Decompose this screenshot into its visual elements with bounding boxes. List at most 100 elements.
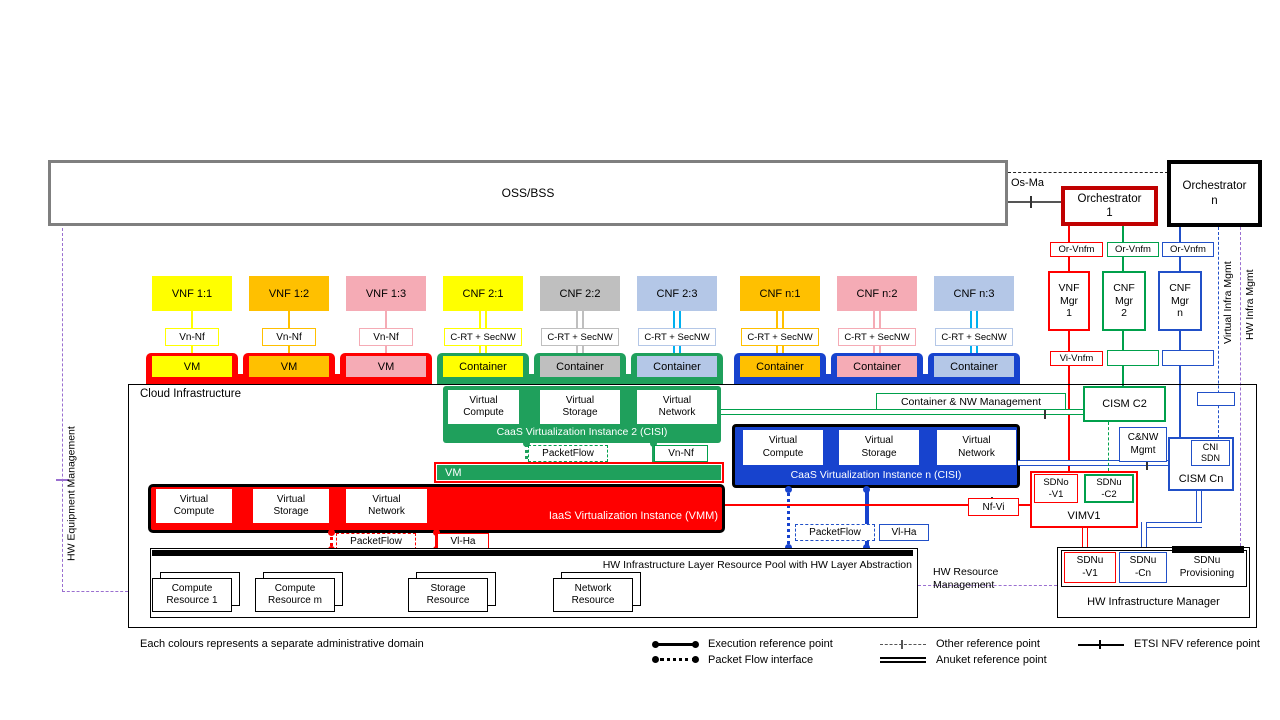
vnf-box: VNF 1:2 bbox=[249, 276, 329, 311]
cnf-box: CNF n:1 bbox=[740, 276, 820, 311]
hw-layer-abstraction-bar bbox=[152, 550, 913, 556]
cisi2-packetflow-line bbox=[525, 443, 528, 479]
cnf-box: CNF n:3 bbox=[934, 276, 1014, 311]
oss-bss-box: OSS/BSS bbox=[48, 160, 1008, 226]
container-box: Container bbox=[443, 356, 523, 377]
vm-bar: VM bbox=[437, 465, 721, 480]
network-resource: Network Resource bbox=[553, 578, 633, 612]
cisi2-virtual-network: Virtual Network bbox=[637, 390, 717, 424]
c-rt-secnw-label: C-RT + SecNW bbox=[541, 328, 619, 346]
os-ma-label: Os-Ma bbox=[1011, 177, 1044, 189]
iaas-instance-title: IaaS Virtualization Instance (VMM) bbox=[548, 510, 718, 522]
admin-domain-note: Each colours represents a separate admin… bbox=[140, 638, 424, 650]
hw-resource-mgmt-dashed-line bbox=[918, 585, 1057, 586]
legend-other-label: Other reference point bbox=[936, 638, 1040, 650]
packetflow-dot bbox=[785, 544, 792, 551]
nf-vi-line bbox=[725, 504, 1030, 506]
other-reference-symbol-tick bbox=[901, 640, 903, 649]
vnf-mgr-1-box: VNF Mgr 1 bbox=[1048, 271, 1090, 331]
vn-nf-ref-label: Vn-Nf bbox=[262, 328, 316, 346]
cisi2-virtual-compute: Virtual Compute bbox=[448, 390, 519, 424]
execution-dot bbox=[863, 486, 870, 493]
iaas-virtual-compute: Virtual Compute bbox=[156, 489, 232, 523]
cnf-box: CNF 2:2 bbox=[540, 276, 620, 311]
cisin-vlha-label: Vl-Ha bbox=[879, 524, 929, 541]
cisin-virtual-network: Virtual Network bbox=[937, 430, 1016, 465]
execution-symbol-dot bbox=[692, 641, 699, 648]
os-ma-line bbox=[1008, 201, 1062, 203]
cismcn-sdnu-blue-line-v1 bbox=[1196, 491, 1202, 528]
execution-symbol-dot bbox=[652, 641, 659, 648]
vn-nf-ref-label: Vn-Nf bbox=[165, 328, 219, 346]
container-box: Container bbox=[740, 356, 820, 377]
container-box: Container bbox=[934, 356, 1014, 377]
or-vnfm-label-green: Or-Vnfm bbox=[1107, 242, 1159, 257]
iaas-packetflow-line bbox=[330, 532, 333, 551]
orchestrator-n-box: Orchestrator n bbox=[1167, 160, 1262, 227]
cism-c2-box: CISM C2 bbox=[1083, 386, 1166, 422]
c-rt-secnw-label: C-RT + SecNW bbox=[741, 328, 819, 346]
caas-instance-n-title: CaaS Virtualization Instance n (CISI) bbox=[790, 469, 962, 481]
orchestrator-1-box: Orchestrator 1 bbox=[1061, 186, 1158, 226]
etsi-reference-symbol bbox=[1078, 644, 1124, 646]
cnf-mgr-2-box: CNF Mgr 2 bbox=[1102, 271, 1146, 331]
other-reference-symbol bbox=[880, 644, 926, 645]
cnf-box: CNF n:2 bbox=[837, 276, 917, 311]
hw-resource-pool-title: HW Infrastructure Layer Resource Pool wi… bbox=[602, 559, 912, 571]
packetflow-dot bbox=[328, 529, 335, 536]
vnf-box: VNF 1:3 bbox=[346, 276, 426, 311]
execution-dot bbox=[650, 440, 657, 447]
legend-packet-flow-label: Packet Flow interface bbox=[708, 654, 814, 666]
cnf-box: CNF 2:3 bbox=[637, 276, 717, 311]
packet-flow-symbol-dot bbox=[692, 656, 699, 663]
cismcn-sdnu-blue-line-v2 bbox=[1141, 522, 1147, 551]
storage-resource: Storage Resource bbox=[408, 578, 488, 612]
empty-blue-ref-box-small bbox=[1197, 392, 1235, 406]
c-rt-secnw-label: C-RT + SecNW bbox=[638, 328, 716, 346]
empty-green-ref-box bbox=[1107, 350, 1159, 366]
vm-box: VM bbox=[249, 356, 329, 377]
sdnu-group-box bbox=[1061, 550, 1247, 587]
container-box: Container bbox=[637, 356, 717, 377]
cisi2-virtual-storage: Virtual Storage bbox=[540, 390, 620, 424]
or-vnfm-label-red: Or-Vnfm bbox=[1050, 242, 1103, 257]
vm-box: VM bbox=[346, 356, 426, 377]
cnf-box: CNF 2:1 bbox=[443, 276, 523, 311]
hw-equipment-mgmt-dashed-line-h bbox=[62, 591, 128, 592]
cisi2-packetflow-label: PacketFlow bbox=[528, 445, 608, 462]
execution-dot bbox=[863, 544, 870, 551]
hw-infra-mgmt-dashed-line bbox=[1240, 227, 1241, 546]
cism-c2-sdnu-dashed-line bbox=[1108, 422, 1109, 471]
vm-box: VM bbox=[152, 356, 232, 377]
c-rt-secnw-label: C-RT + SecNW bbox=[444, 328, 522, 346]
iaas-vlha-line bbox=[435, 532, 438, 551]
c-rt-secnw-label: C-RT + SecNW bbox=[935, 328, 1013, 346]
empty-blue-ref-box bbox=[1162, 350, 1214, 366]
ossbss-orchestrator-n-dashed-line bbox=[1008, 172, 1168, 173]
virtual-infra-mgmt-label: Virtual Infra Mgmt bbox=[1222, 261, 1234, 345]
virtual-infra-mgmt-dashed-line bbox=[1218, 227, 1219, 438]
sdno-v1-box: SDNo -V1 bbox=[1034, 474, 1078, 503]
legend-anuket-label: Anuket reference point bbox=[936, 654, 1047, 666]
cnw-mgmt-box: C&NW Mgmt bbox=[1119, 427, 1167, 462]
anuket-reference-symbol bbox=[880, 657, 926, 663]
vi-vnfm-label: Vi-Vnfm bbox=[1050, 351, 1103, 366]
packet-flow-symbol bbox=[660, 658, 696, 661]
cisi2-vnnf-label: Vn-Nf bbox=[654, 445, 708, 462]
iaas-virtual-network: Virtual Network bbox=[346, 489, 427, 523]
container-box: Container bbox=[837, 356, 917, 377]
hw-resource-mgmt-label: HW Resource Management bbox=[933, 566, 999, 591]
cisin-packetflow-label: PacketFlow bbox=[795, 524, 875, 541]
cisin-virtual-storage: Virtual Storage bbox=[839, 430, 919, 465]
cloud-infrastructure-label: Cloud Infrastructure bbox=[140, 388, 241, 400]
compute-resource-m: Compute Resource m bbox=[255, 578, 335, 612]
nf-vi-label: Nf-Vi bbox=[968, 498, 1019, 516]
packetflow-dot bbox=[785, 486, 792, 493]
hw-infrastructure-manager-title: HW Infrastructure Manager bbox=[1087, 596, 1220, 608]
anuket-green-tick bbox=[1044, 407, 1046, 419]
hw-infra-mgmt-label: HW Infra Mgmt bbox=[1244, 269, 1256, 340]
container-nw-management-label: Container & NW Management bbox=[876, 393, 1066, 410]
etsi-reference-symbol-tick bbox=[1099, 640, 1101, 649]
caas-instance-2-title: CaaS Virtualization Instance 2 (CISI) bbox=[496, 426, 668, 438]
sdnu-v1-box: SDNu -V1 bbox=[1064, 552, 1116, 583]
